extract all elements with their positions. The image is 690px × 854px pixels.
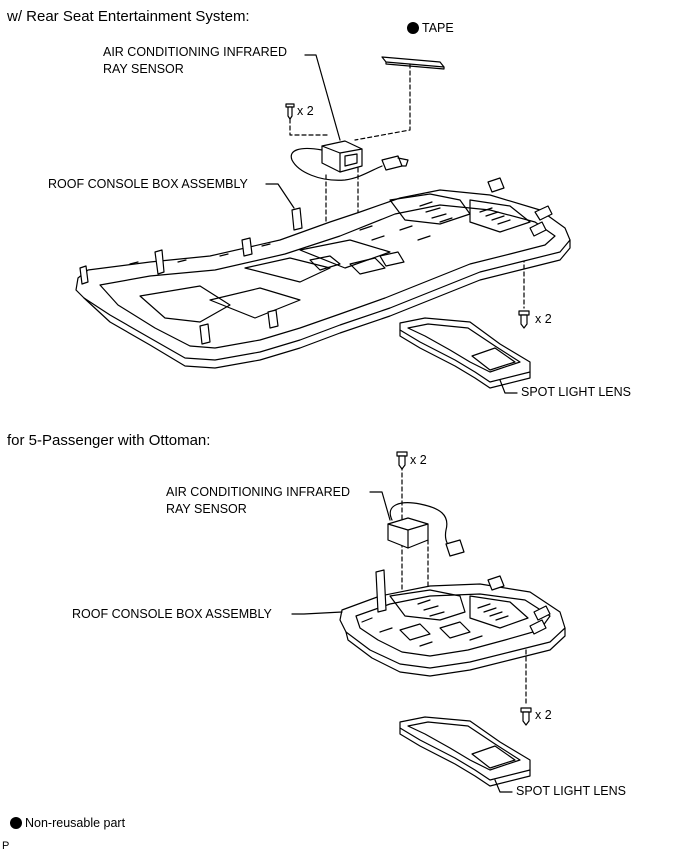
screw-qty-top-1: x 2 — [297, 104, 314, 118]
leader-lines-1 — [265, 54, 518, 394]
non-reusable-dot-icon — [407, 22, 419, 34]
screw-qty-top-2: x 2 — [410, 453, 427, 467]
leader-lines-2 — [291, 491, 513, 793]
roof-console-box-1 — [75, 177, 571, 369]
spot-light-lens-label-2: SPOT LIGHT LENS — [516, 784, 626, 798]
screw-right-2 — [520, 707, 532, 726]
tape-label-text: TAPE — [422, 21, 454, 35]
screw-top-1 — [285, 103, 295, 120]
tape-strip — [381, 56, 445, 70]
spot-light-lens-1 — [399, 317, 531, 389]
screw-qty-right-1: x 2 — [535, 312, 552, 326]
console-label-1: ROOF CONSOLE BOX ASSEMBLY — [48, 177, 248, 191]
ir-sensor-label-1: AIR CONDITIONING INFRARED RAY SENSOR — [103, 44, 287, 78]
ir-sensor-1 — [290, 140, 409, 181]
screw-qty-right-2: x 2 — [535, 708, 552, 722]
legend-non-reusable-text: Non-reusable part — [25, 816, 126, 830]
roof-console-box-2 — [339, 569, 566, 677]
spot-light-lens-2 — [399, 716, 531, 787]
screw-right-1 — [518, 310, 530, 329]
ir-sensor-label-line2: RAY SENSOR — [103, 62, 184, 76]
ir-sensor-label-2-line2: RAY SENSOR — [166, 502, 247, 516]
tape-label: TAPE — [407, 20, 454, 37]
spot-light-lens-label-1: SPOT LIGHT LENS — [521, 385, 631, 399]
ir-sensor-2 — [387, 502, 465, 557]
legend-non-reusable: Non-reusable part — [10, 815, 125, 832]
section-title-ottoman: for 5-Passenger with Ottoman: — [7, 432, 211, 449]
ir-sensor-label-2-line1: AIR CONDITIONING INFRARED — [166, 485, 351, 499]
ir-sensor-label-2: AIR CONDITIONING INFRARED RAY SENSOR — [166, 484, 350, 518]
legend-dot-icon — [10, 817, 22, 829]
corner-code: P — [2, 840, 10, 852]
screw-top-2 — [396, 451, 408, 470]
ir-sensor-label-line1: AIR CONDITIONING INFRARED — [103, 45, 288, 59]
section-title-rear-seat: w/ Rear Seat Entertainment System: — [7, 8, 250, 25]
console-label-2: ROOF CONSOLE BOX ASSEMBLY — [72, 607, 272, 621]
